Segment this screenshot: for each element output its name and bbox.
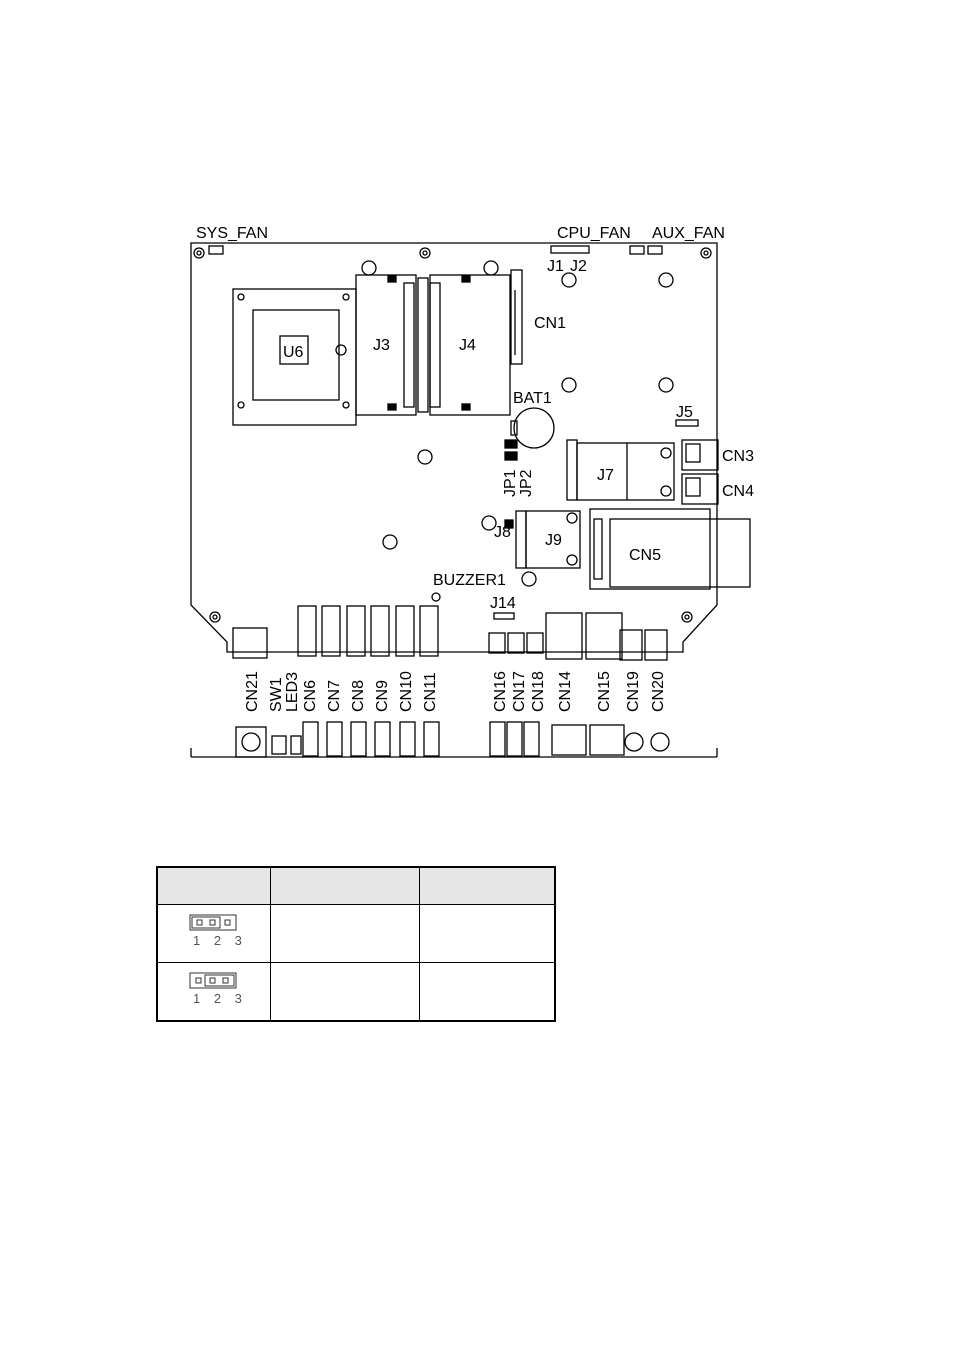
label-cn11: CN11: [422, 672, 439, 712]
table-cell: [419, 962, 556, 1022]
label-cn9: CN9: [374, 680, 391, 712]
label-cn20: CN20: [650, 671, 667, 712]
label-j9: J9: [545, 532, 562, 549]
label-cn16: CN16: [492, 671, 509, 712]
label-aux-fan: AUX_FAN: [652, 225, 725, 242]
pin-numbers: 1 2 3: [193, 991, 247, 1006]
label-cn14: CN14: [557, 671, 574, 712]
label-j5: J5: [676, 404, 693, 421]
board-outline: [190, 242, 718, 653]
label-sw1: SW1: [268, 677, 285, 712]
table-row: 1 2 3: [156, 904, 556, 963]
cn1-connector: [510, 269, 523, 365]
j3-slot: [355, 274, 417, 416]
table-cell: [270, 904, 420, 963]
table-header-cell: [270, 866, 420, 905]
label-cn10: CN10: [398, 671, 415, 712]
table-header-cell: [156, 866, 271, 905]
label-j14: J14: [490, 595, 516, 612]
jumper-pins-icon: 1 2 3: [189, 972, 242, 1006]
label-sys-fan: SYS_FAN: [196, 225, 268, 242]
label-cpu-fan: CPU_FAN: [557, 225, 631, 242]
label-j2: J2: [570, 258, 587, 275]
jumper-1-2-icon: 1 2 3: [156, 904, 271, 963]
pin-numbers: 1 2 3: [193, 933, 247, 948]
cn5-connector: [589, 508, 711, 590]
label-jp2: JP2: [518, 469, 535, 497]
label-jp1: JP1: [502, 469, 519, 497]
label-cn21: CN21: [244, 671, 261, 712]
label-j3: J3: [373, 337, 390, 354]
label-cn1: CN1: [534, 315, 566, 332]
table-header-cell: [419, 866, 556, 905]
label-led3: LED3: [284, 672, 301, 712]
label-cn7: CN7: [326, 680, 343, 712]
label-cn17: CN17: [511, 671, 528, 712]
label-cn19: CN19: [625, 671, 642, 712]
label-cn5: CN5: [629, 547, 661, 564]
jumper-setting-table: 1 2 3 1 2 3: [156, 866, 556, 1022]
label-cn6: CN6: [302, 680, 319, 712]
label-j7: J7: [597, 467, 614, 484]
jumper-pins-icon: 1 2 3: [189, 914, 242, 948]
table-cell: [419, 904, 556, 963]
label-cn8: CN8: [350, 680, 367, 712]
j7-slot: [566, 439, 578, 501]
bat1-battery: [513, 407, 555, 449]
cn3-connector: [681, 439, 719, 471]
table-row: 1 2 3: [156, 962, 556, 1022]
cn4-connector: [681, 473, 719, 505]
label-u6: U6: [283, 344, 304, 361]
label-buzzer1: BUZZER1: [433, 572, 506, 589]
label-j8: J8: [494, 524, 511, 541]
label-cn18: CN18: [530, 671, 547, 712]
j9-slot: [515, 510, 527, 569]
jumper-2-3-icon: 1 2 3: [156, 962, 271, 1022]
table-cell: [270, 962, 420, 1022]
label-bat1: BAT1: [513, 390, 552, 407]
label-cn4: CN4: [722, 483, 754, 500]
label-j4: J4: [459, 337, 476, 354]
table-header-row: [156, 866, 556, 905]
label-j1: J1: [547, 258, 564, 275]
label-cn3: CN3: [722, 448, 754, 465]
label-cn15: CN15: [596, 671, 613, 712]
